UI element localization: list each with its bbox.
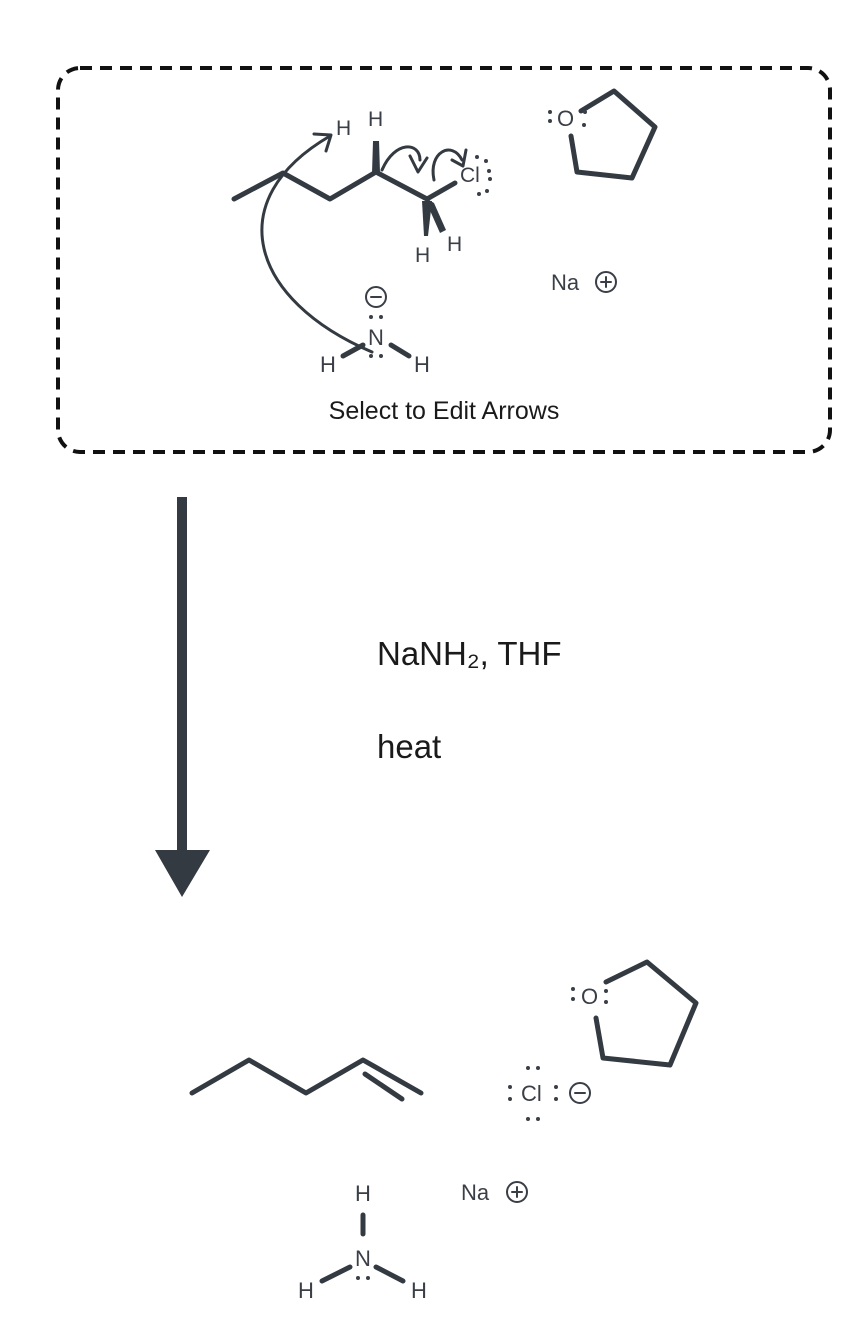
- wedge-bond-h-top: [372, 141, 380, 173]
- arrowhead-amide-to-h: [312, 132, 333, 153]
- ammonia-molecule[interactable]: H N H H: [298, 1181, 427, 1303]
- reaction-arrow: [155, 497, 210, 897]
- atom-ammonia-h-left: H: [298, 1278, 314, 1303]
- atom-thf-o: O: [557, 106, 574, 131]
- atom-amide-n: N: [368, 325, 384, 350]
- atom-thf-o-product: O: [581, 984, 598, 1009]
- pentene-chain-bonds: [189, 1057, 424, 1096]
- c-cl-bond: [424, 180, 458, 202]
- atom-cl: Cl: [460, 164, 480, 187]
- chloride-anion[interactable]: Cl: [508, 1066, 591, 1121]
- carbon-chain-bonds: [231, 169, 430, 202]
- atom-h-bottom-right: H: [447, 233, 462, 256]
- atom-ammonia-h-top: H: [355, 1181, 371, 1206]
- amide-anion[interactable]: N H H: [320, 286, 430, 377]
- chloropentane-molecule[interactable]: H H Cl H H: [231, 108, 492, 267]
- atom-amide-h-left: H: [320, 352, 336, 377]
- n-h-bond-right: [388, 342, 412, 359]
- positive-charge-icon-product: [506, 1181, 528, 1203]
- reaction-arrow-head: [155, 850, 210, 897]
- pentene-double-bond-inner: [362, 1071, 405, 1102]
- wedge-bond-h-bottom-right: [424, 197, 446, 233]
- heat-condition: heat: [377, 728, 441, 765]
- reagent-conditions: NaNH₂, THF: [377, 635, 562, 672]
- negative-charge-icon-product: [569, 1082, 591, 1104]
- positive-charge-icon: [595, 271, 617, 293]
- sodium-cation-reactant[interactable]: Na: [551, 270, 617, 295]
- ammonia-n-h-bond-right: [373, 1264, 406, 1284]
- thf-ring-bonds-product: [593, 959, 699, 1068]
- mechanism-arrows[interactable]: [260, 132, 468, 354]
- atom-cl-product: Cl: [521, 1081, 542, 1106]
- o-lone-pair-dot: [548, 110, 552, 114]
- negative-charge-icon: [365, 286, 387, 308]
- thf-ring-bonds: [568, 88, 658, 181]
- cl-lone-pairs: [475, 155, 492, 196]
- thf-molecule-reactant[interactable]: O: [548, 88, 658, 181]
- atom-h-bottom-left: H: [415, 244, 430, 267]
- atom-ammonia-n: N: [355, 1246, 371, 1271]
- atom-na: Na: [551, 270, 580, 295]
- edit-arrows-label[interactable]: Select to Edit Arrows: [329, 397, 560, 425]
- arrowhead-c-cl-bond: [450, 148, 468, 168]
- wedge-bond-h-bottom-left: [422, 201, 432, 236]
- atom-ammonia-h-right: H: [411, 1278, 427, 1303]
- n-h-bond-left: [340, 342, 366, 359]
- arrowhead-ch-bond: [408, 154, 429, 174]
- atom-amide-h-right: H: [414, 352, 430, 377]
- curly-arrow-ch-bond[interactable]: [380, 145, 422, 172]
- sodium-cation-product[interactable]: Na: [461, 1180, 528, 1205]
- curly-arrow-amide-to-h[interactable]: [260, 134, 374, 354]
- thf-molecule-product[interactable]: O: [571, 959, 699, 1068]
- atom-na-product: Na: [461, 1180, 490, 1205]
- pentene-molecule[interactable]: [189, 1057, 424, 1102]
- atom-h-top: H: [368, 108, 383, 131]
- editor-dashed-border[interactable]: [56, 66, 832, 454]
- ammonia-n-h-bond-left: [319, 1264, 353, 1284]
- atom-h-top-left: H: [336, 117, 351, 140]
- curly-arrow-c-cl-bond[interactable]: [431, 148, 464, 182]
- reactant-editor-box[interactable]: H H Cl H H: [56, 66, 832, 454]
